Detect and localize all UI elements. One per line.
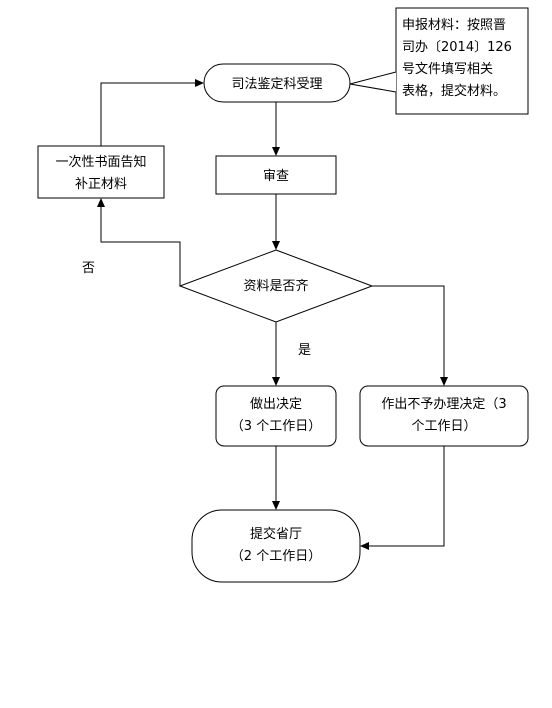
complete-check-label: 资料是否齐	[243, 278, 308, 294]
submit-node	[191, 509, 361, 583]
reject-line-1: 作出不予办理决定（3	[381, 397, 506, 412]
note-line-1: 申报材料：按照晋	[402, 18, 506, 33]
reject-node	[359, 385, 529, 447]
edge-notify-to-accept	[100, 79, 204, 146]
note-line-4: 表格，提交材料。	[402, 83, 506, 99]
notify-line-2: 补正材料	[75, 177, 127, 192]
accept-label: 司法鉴定科受理	[231, 77, 322, 92]
note-line-2: 司办〔2014〕126	[402, 40, 512, 55]
edge-label-yes: 是	[298, 343, 311, 358]
edge-check-to-notify	[97, 198, 181, 286]
note-callout-pointer	[349, 71, 397, 93]
decide-node	[215, 385, 337, 447]
accept-node	[203, 63, 351, 103]
note-line-3: 号文件填写相关	[402, 62, 493, 77]
note-box	[395, 7, 529, 115]
decide-line-1: 做出决定	[250, 397, 302, 412]
edge-label-no: 否	[82, 261, 95, 276]
submit-line-2: （2 个工作日）	[231, 549, 321, 564]
reject-line-2: 个工作日）	[411, 419, 476, 434]
edge-check-to-reject	[372, 285, 448, 386]
review-label: 审查	[263, 169, 289, 184]
submit-line-1: 提交省厅	[250, 526, 302, 542]
notify-line-1: 一次性书面告知	[55, 154, 146, 170]
edge-reject-to-submit	[360, 446, 445, 550]
decide-line-2: （3 个工作日）	[231, 419, 321, 434]
notify-node	[37, 145, 165, 199]
review-node	[215, 155, 337, 195]
